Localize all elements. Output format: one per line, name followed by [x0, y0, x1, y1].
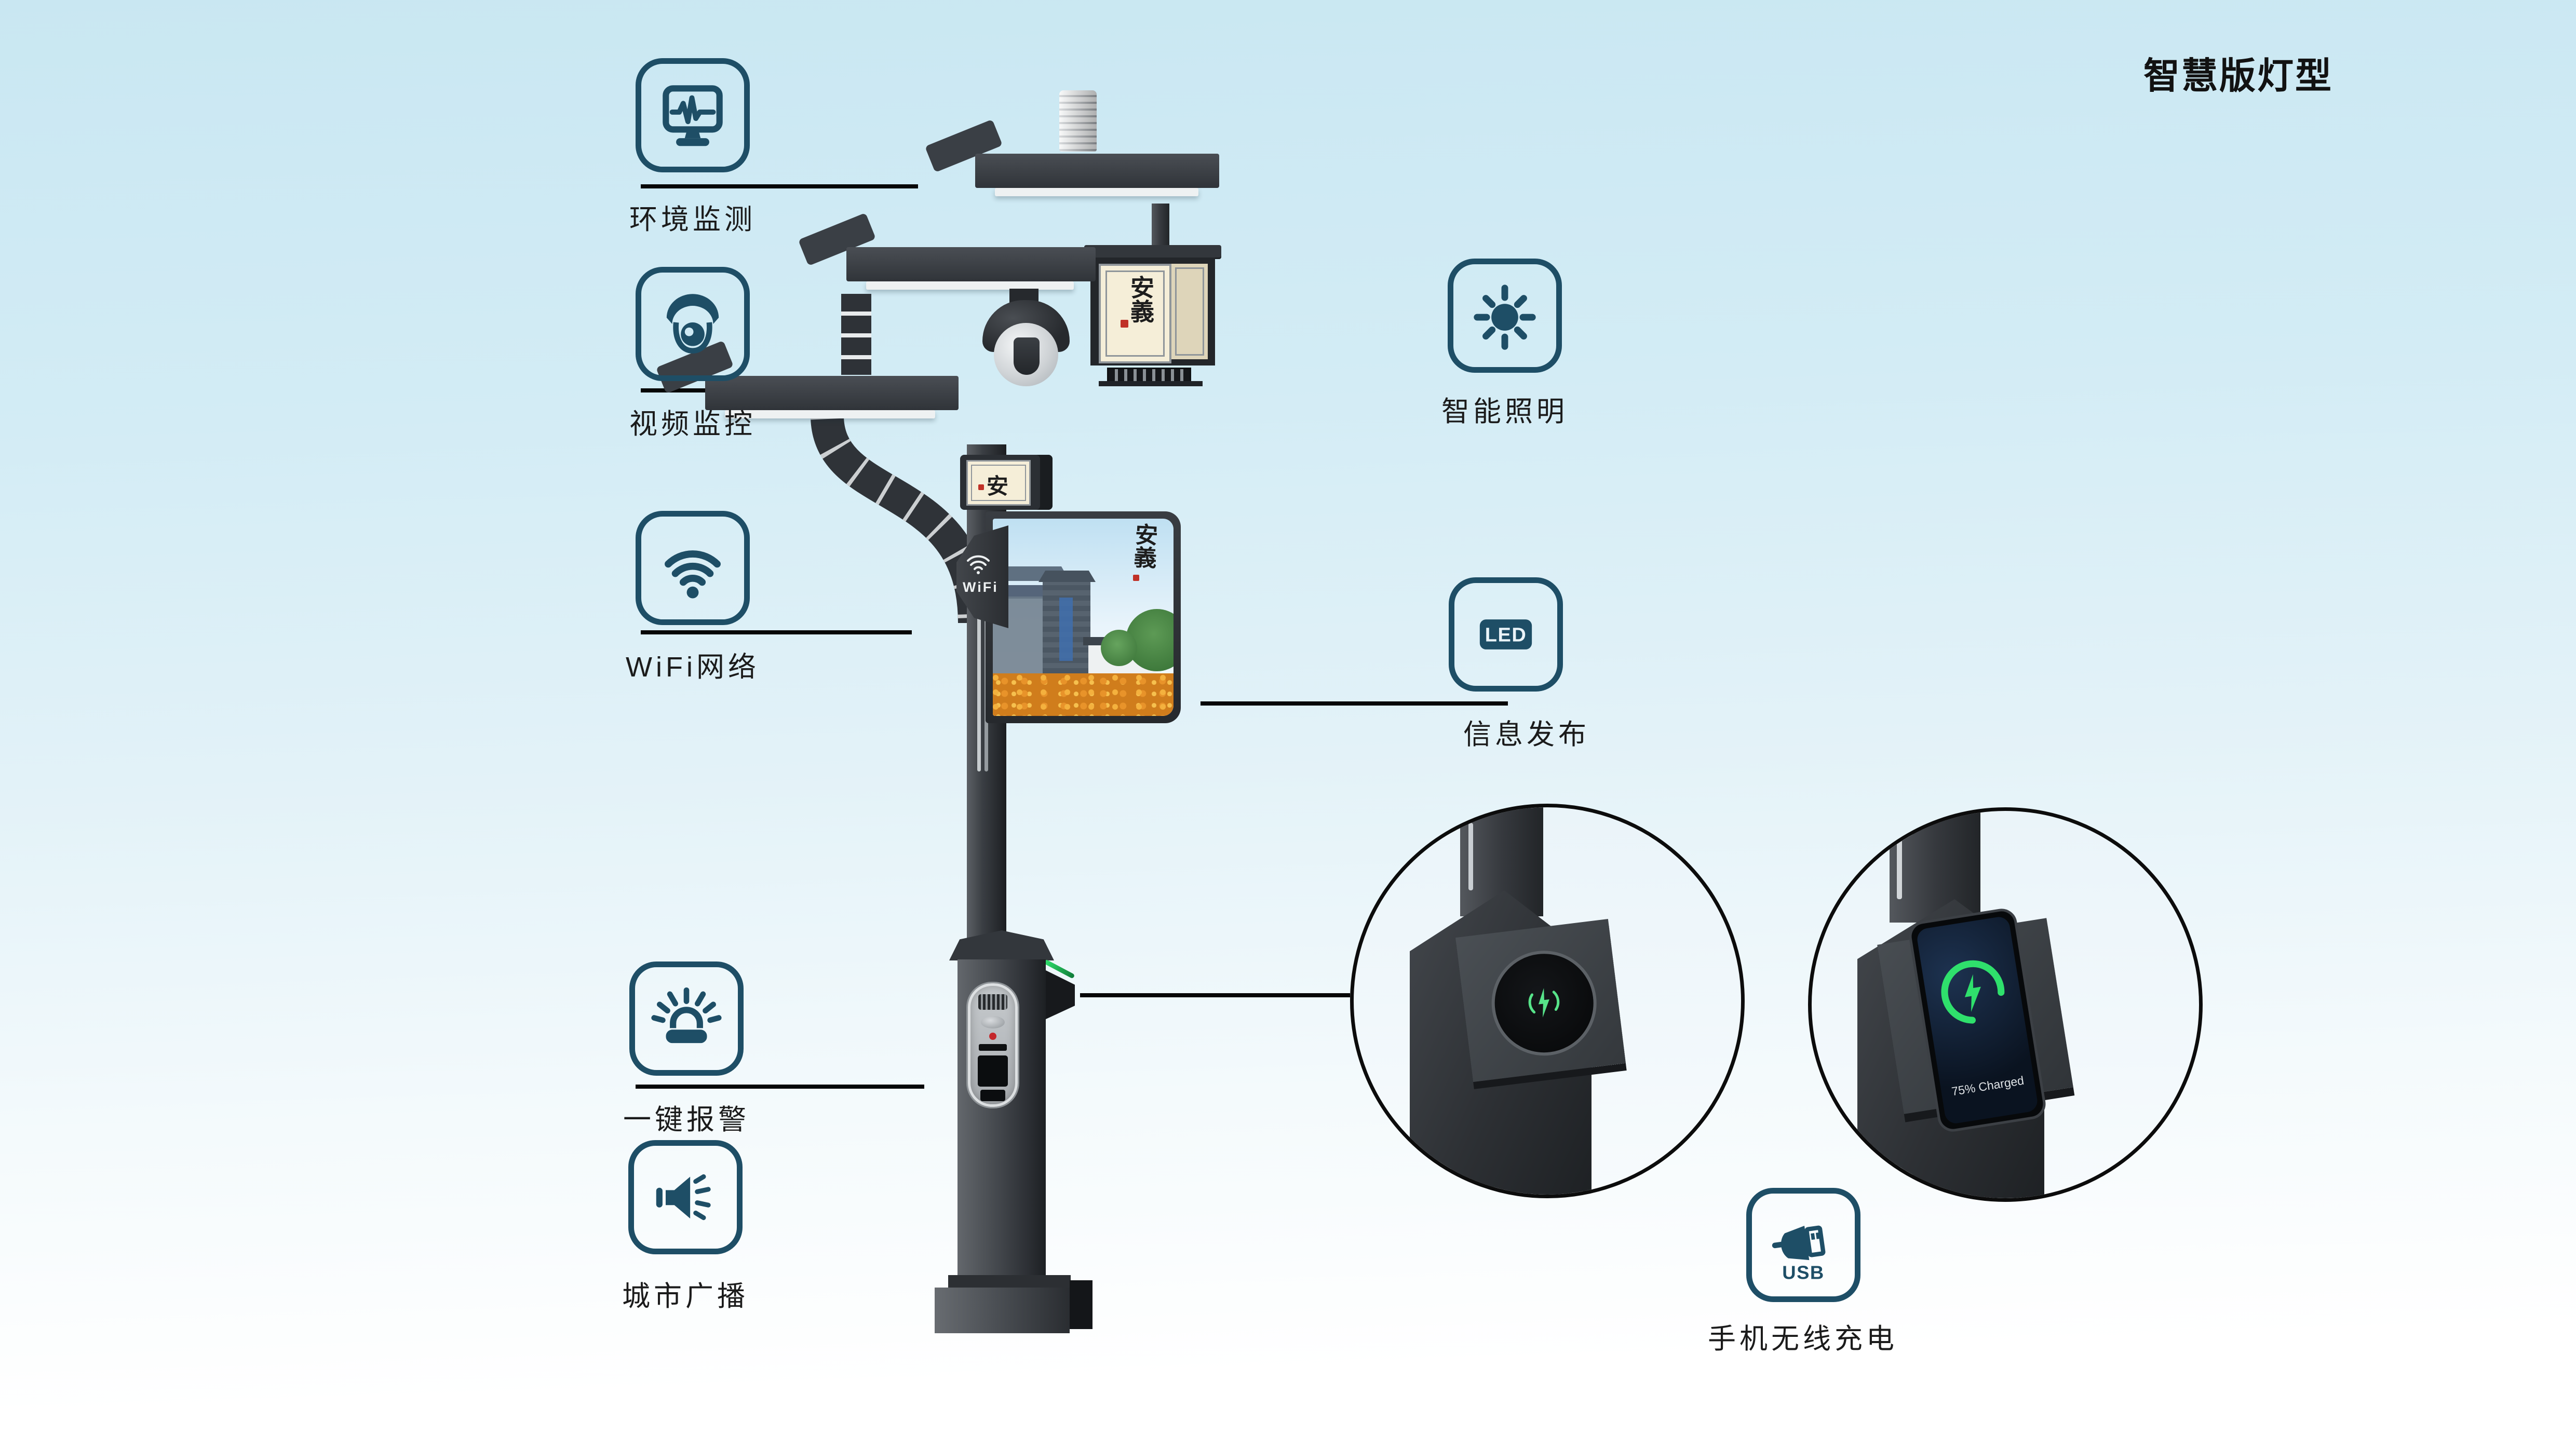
led-icon-text: LED	[1485, 625, 1527, 646]
charging-status-text: 75% Charged	[1950, 1073, 2025, 1099]
panel-slot	[979, 1044, 1007, 1051]
detail-circle-charging-pad	[1350, 804, 1745, 1198]
crossarm-light-strip	[866, 281, 1074, 290]
detail-pole-top	[1890, 811, 1980, 923]
ptz-camera	[982, 289, 1071, 390]
base-collar	[948, 1275, 1071, 1290]
traditional-lantern: 安義	[1084, 245, 1221, 386]
phone-screen: 75% Charged	[1916, 915, 2039, 1125]
sign-panel: 安	[966, 460, 1031, 506]
base-shadow-side	[1070, 1280, 1093, 1329]
feature-label: 城市广播	[622, 1281, 749, 1312]
usb-plug-icon: USB	[1746, 1188, 1860, 1302]
pole-slot-light	[1897, 827, 1902, 899]
charging-phone: 75% Charged	[1907, 906, 2048, 1134]
pole-sign-box: 安	[960, 455, 1053, 510]
lantern-bottom-bar	[1099, 381, 1203, 386]
feature-label: 手机无线充电	[1708, 1323, 1898, 1355]
lantern-cap	[1084, 245, 1221, 258]
alarm-light-icon	[629, 962, 744, 1076]
callout-line-wifi	[641, 630, 912, 634]
crossarm-top	[924, 119, 1229, 207]
crossarm-lower	[655, 340, 970, 429]
callout-line-led	[1201, 701, 1508, 706]
screen-flower-field	[993, 673, 1174, 716]
pole-slot-light	[977, 616, 981, 771]
monitor-wave-icon	[636, 58, 750, 172]
dome-camera-icon	[636, 267, 750, 381]
charging-plate	[1455, 919, 1626, 1082]
usb-icon-text: USB	[1782, 1262, 1825, 1283]
red-seal	[1121, 320, 1128, 328]
led-screen-icon: LED	[1449, 577, 1563, 692]
cabinet-top-wedge	[949, 930, 1054, 960]
callout-line-env-monitor	[641, 184, 918, 188]
control-panel	[968, 983, 1018, 1107]
lantern-front-panel: 安義	[1099, 264, 1171, 363]
sun-icon	[1448, 259, 1562, 373]
page-title: 智慧版灯型	[2143, 56, 2333, 96]
lantern-side-panel	[1171, 264, 1208, 359]
wifi-waves-icon	[967, 555, 990, 574]
screen-roof-shape	[1039, 571, 1096, 582]
pole-segment-banded	[841, 294, 871, 375]
loudspeaker-icon	[628, 1140, 743, 1254]
sign-calligraphy: 安	[987, 474, 1009, 498]
red-seal	[1133, 575, 1139, 581]
red-seal	[978, 484, 984, 490]
crossarm-roof	[846, 247, 1096, 281]
camera-dome	[994, 323, 1058, 386]
screen-calligraphy: 安義	[1129, 522, 1158, 570]
feature-label: 智能照明	[1441, 396, 1568, 427]
camera-lens	[1014, 337, 1040, 375]
lantern-body: 安義	[1090, 258, 1215, 365]
pole-slot-light	[1468, 823, 1473, 890]
callout-line-charging-detail	[1080, 993, 1350, 997]
base-plinth	[935, 1288, 1070, 1333]
feature-label: 视频监控	[629, 409, 756, 440]
weather-sensor	[1059, 90, 1097, 152]
crossarm-roof	[705, 376, 959, 410]
crossarm-light-strip	[725, 410, 935, 418]
call-button	[981, 1016, 1005, 1028]
lantern-calligraphy: 安義	[1127, 275, 1154, 323]
wifi-module-label: WiFi	[963, 579, 999, 595]
crossarm-roof	[975, 154, 1219, 188]
speaker-grille	[978, 994, 1007, 1010]
feature-label: 信息发布	[1463, 719, 1590, 750]
lantern-grille	[1107, 368, 1191, 383]
led-display-screen: 安義	[986, 511, 1181, 723]
crossarm-middle	[798, 212, 1107, 300]
panel-screen	[978, 1055, 1008, 1087]
wireless-charging-pad	[1486, 944, 1603, 1062]
feature-label: WiFi网络	[626, 652, 760, 683]
wireless-charge-icon	[1528, 988, 1560, 1018]
lantern-post	[1152, 204, 1169, 248]
screen-banner	[1059, 598, 1073, 661]
detail-circle-phone-charging: 75% Charged	[1808, 807, 2203, 1202]
charging-ring-icon	[1941, 960, 2005, 1024]
screen-tree	[1101, 630, 1137, 666]
panel-port	[980, 1090, 1005, 1101]
alarm-button	[989, 1033, 996, 1040]
feature-label: 一键报警	[623, 1104, 750, 1135]
callout-line-alarm	[636, 1085, 924, 1089]
feature-label: 环境监测	[629, 204, 756, 235]
screen-image: 安義	[993, 519, 1174, 716]
wifi-icon	[636, 511, 750, 625]
crossarm-light-strip	[995, 188, 1198, 196]
